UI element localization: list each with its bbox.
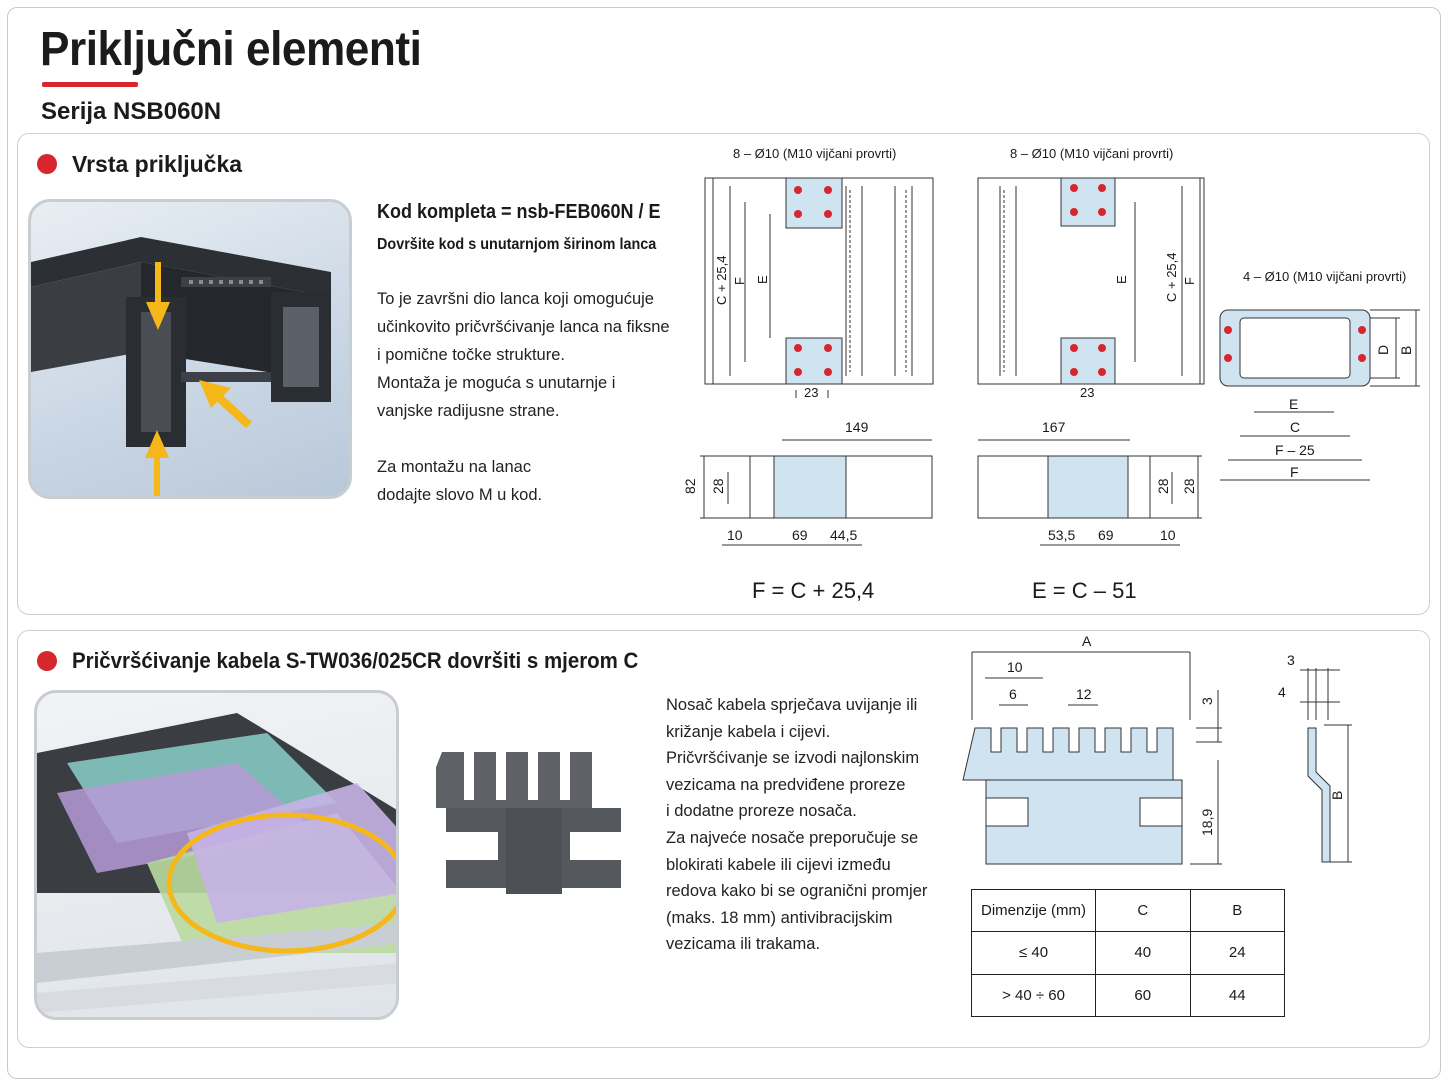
table-row: ≤ 40 40 24 <box>971 931 1285 975</box>
table-cell: > 40 ÷ 60 <box>971 973 1096 1018</box>
table-header-cell: Dimenzije (mm) <box>971 888 1096 933</box>
svg-text:C + 25,4: C + 25,4 <box>714 255 729 305</box>
formula-f: F = C + 25,4 <box>752 578 875 603</box>
svg-text:69: 69 <box>1098 527 1114 543</box>
svg-text:10: 10 <box>727 527 743 543</box>
table-cell: ≤ 40 <box>971 931 1096 975</box>
table-cell: 44 <box>1189 973 1285 1018</box>
svg-text:E: E <box>1289 396 1298 412</box>
mounting-note: Za montažu na lanac dodajte slovo M u ko… <box>377 458 543 504</box>
connector-photo <box>28 199 352 499</box>
svg-text:F: F <box>1182 277 1197 285</box>
table-cell: 24 <box>1189 931 1285 975</box>
svg-text:D: D <box>1375 345 1391 355</box>
svg-text:F: F <box>1290 464 1299 480</box>
svg-text:28: 28 <box>1181 478 1197 494</box>
svg-text:C: C <box>1290 419 1300 435</box>
bolt-hole-icon <box>794 184 1366 376</box>
connector-drawings: 8 – Ø10 (M10 vijčani provrti) 8 – Ø10 (M… <box>682 146 1420 546</box>
section-connector-heading: Vrsta priključka <box>72 151 243 177</box>
page-subtitle: Serija NSB060N <box>41 98 222 125</box>
svg-text:F: F <box>732 277 747 285</box>
svg-text:B: B <box>1398 346 1414 355</box>
svg-text:149: 149 <box>845 419 869 435</box>
svg-text:53,5: 53,5 <box>1048 527 1075 543</box>
table-header-cell: C <box>1095 888 1191 933</box>
holes-label-right: 8 – Ø10 (M10 vijčani provrti) <box>1010 146 1173 161</box>
svg-text:28: 28 <box>1155 478 1171 494</box>
cable-holder-illustration <box>436 752 621 894</box>
page-title: Priključni elementi <box>40 23 422 76</box>
arrow-icon <box>145 262 252 496</box>
title-underline <box>42 82 138 87</box>
svg-text:23: 23 <box>1080 385 1094 400</box>
svg-text:10: 10 <box>1160 527 1176 543</box>
cable-fixing-description: Nosač kabela sprječava uvijanje ili križ… <box>666 696 928 954</box>
connector-description: To je završni dio lanca koji omogućuje u… <box>377 290 670 420</box>
chain-with-cables-illustration <box>37 713 396 1013</box>
svg-text:F – 25: F – 25 <box>1275 442 1315 458</box>
cable-fixing-photo <box>34 690 399 1020</box>
svg-text:82: 82 <box>682 478 698 494</box>
highlight-circle-icon <box>166 812 396 954</box>
holes-label-front: 4 – Ø10 (M10 vijčani provrti) <box>1243 269 1406 284</box>
page-frame <box>7 7 1441 1079</box>
table-cell: 40 <box>1095 931 1191 975</box>
bullet-icon <box>37 651 57 671</box>
kit-code-hint: Dovršite kod s unutarnjom širinom lanca <box>377 236 657 253</box>
bullet-icon <box>37 154 57 174</box>
svg-text:C + 25,4: C + 25,4 <box>1164 252 1179 302</box>
chain-end-illustration <box>31 237 331 496</box>
kit-code-label: Kod kompleta = nsb-FEB060N / E <box>377 201 661 223</box>
svg-text:44,5: 44,5 <box>830 527 857 543</box>
svg-text:69: 69 <box>792 527 808 543</box>
svg-text:28: 28 <box>710 478 726 494</box>
table-cell: 60 <box>1095 973 1191 1018</box>
section-cable-fixing-heading: Pričvršćivanje kabela S-TW036/025CR dovr… <box>72 648 639 673</box>
svg-text:E: E <box>1114 275 1129 284</box>
table-header-cell: B <box>1189 888 1285 933</box>
table-row: > 40 ÷ 60 60 44 <box>971 973 1285 1018</box>
svg-text:E: E <box>755 275 770 284</box>
dimensions-table: Dimenzije (mm) C B ≤ 40 40 24 > 40 ÷ 60 … <box>971 888 1285 1018</box>
svg-text:167: 167 <box>1042 419 1066 435</box>
svg-text:23: 23 <box>804 385 818 400</box>
table-header-row: Dimenzije (mm) C B <box>971 888 1285 933</box>
formula-e: E = C – 51 <box>1032 578 1137 603</box>
holes-label-left: 8 – Ø10 (M10 vijčani provrti) <box>733 146 896 161</box>
